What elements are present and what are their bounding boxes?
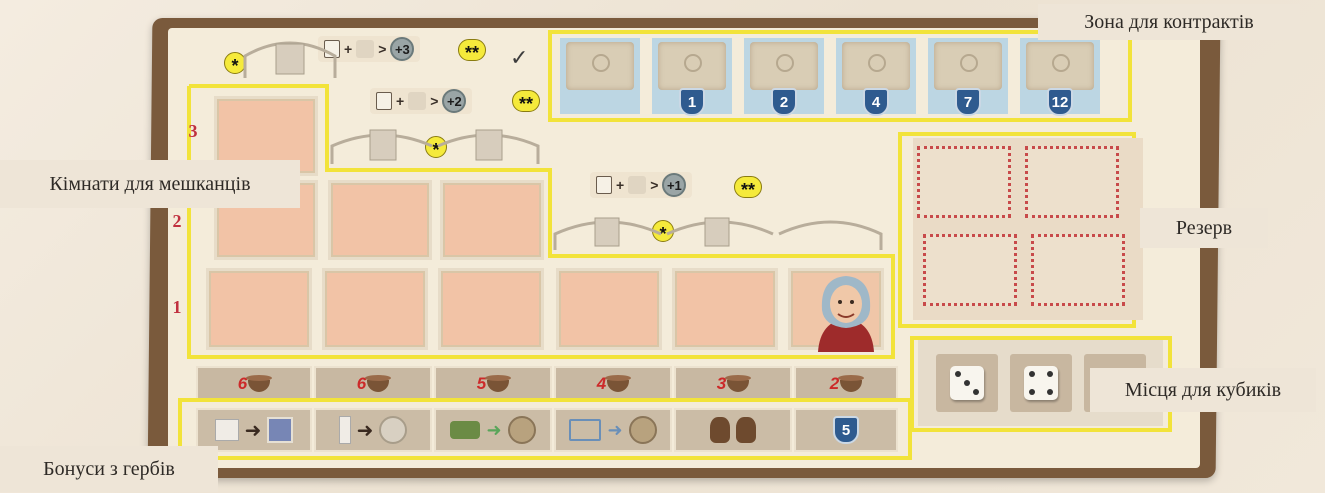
bowl-icon	[487, 380, 509, 392]
contract-slot[interactable]: 2	[744, 38, 824, 114]
bag-icon	[736, 417, 756, 443]
resident-room[interactable]	[672, 268, 778, 350]
coin-icon	[629, 416, 657, 444]
double-star-marker: **	[734, 176, 762, 198]
contract-value-shield: 2	[771, 88, 797, 116]
contract-slot[interactable]	[560, 38, 640, 114]
arch-icon	[240, 34, 340, 78]
coat-bonuses-label: Бонуси з гербів	[0, 446, 218, 492]
contract-value-shield: 12	[1047, 88, 1073, 116]
reserve-slot	[923, 234, 1017, 306]
reserve-slot	[917, 146, 1011, 218]
food-cost-cell: 2	[794, 366, 898, 402]
bonus-coin: +3	[390, 37, 414, 61]
arrow-icon: ➜	[245, 418, 262, 443]
contracts-zone-label: Зона для контрактів	[1038, 4, 1300, 40]
resident-room[interactable]	[438, 268, 544, 350]
reserve-slot	[1031, 234, 1125, 306]
shield-icon	[356, 40, 374, 58]
resident-room[interactable]	[206, 268, 312, 350]
contract-value-shield: 1	[679, 88, 705, 116]
contract-slot[interactable]: 7	[928, 38, 1008, 114]
resident-room[interactable]	[328, 180, 432, 260]
arrow-icon: ➜	[607, 420, 622, 441]
cart-icon	[450, 421, 480, 439]
contract-icon	[376, 92, 392, 110]
bonus-coin: +2	[442, 89, 466, 113]
block-icon	[215, 419, 239, 441]
resident-room[interactable]	[440, 180, 544, 260]
row-number-marker: 3	[182, 120, 204, 142]
bowl-icon	[727, 380, 749, 392]
resident-rooms-label: Кімнати для мешканців	[0, 160, 300, 208]
coin-icon	[508, 416, 536, 444]
column-icon	[339, 416, 351, 444]
bowl-icon	[840, 380, 862, 392]
contract-slot[interactable]: 4	[836, 38, 916, 114]
dice-places-label: Місця для кубиків	[1090, 368, 1316, 412]
food-cost-cell: 5	[434, 366, 552, 402]
bonus-row-middle: +> +2	[370, 88, 472, 114]
food-cost-cell: 3	[674, 366, 792, 402]
food-cost-cell: 4	[554, 366, 672, 402]
food-cost-cell: 6	[196, 366, 312, 402]
bowl-icon	[607, 380, 629, 392]
reserve-area[interactable]	[913, 138, 1143, 320]
bowl-icon	[248, 380, 270, 392]
contract-slot[interactable]: 12	[1020, 38, 1100, 114]
bowl-icon	[367, 380, 389, 392]
points-shield: 5	[833, 416, 859, 444]
resident-portrait	[808, 270, 884, 352]
row-number-marker: 1	[166, 296, 188, 318]
double-star-marker: **	[512, 90, 540, 112]
tile-icon	[267, 417, 293, 443]
bag-icon	[710, 417, 730, 443]
bonus-row-bottom: +> +1	[590, 172, 692, 198]
bonus-coin: +1	[662, 173, 686, 197]
food-cost-cell: 6	[314, 366, 432, 402]
reserve-slot	[1025, 146, 1119, 218]
arch-token-icon	[379, 416, 407, 444]
contract-icon	[596, 176, 612, 194]
contract-value-shield: 4	[863, 88, 889, 116]
checkmark-icon: ✓	[510, 46, 528, 71]
double-star-marker: **	[458, 39, 486, 61]
coat-bonus-cell[interactable]: ➜	[434, 408, 552, 452]
arch-icon	[553, 206, 883, 250]
resident-room[interactable]	[556, 268, 662, 350]
row-number-marker: 2	[166, 210, 188, 232]
arrow-icon: ➜	[486, 420, 501, 441]
reserve-label: Резерв	[1140, 208, 1268, 248]
shield-icon	[628, 176, 646, 194]
arrow-icon: ➜	[357, 418, 374, 443]
shield-icon	[408, 92, 426, 110]
coat-bonus-cell[interactable]	[674, 408, 792, 452]
coat-bonus-cell[interactable]: ➜	[314, 408, 432, 452]
coat-bonus-cell[interactable]: ➜	[554, 408, 672, 452]
compass-icon	[569, 419, 601, 441]
contract-value-shield: 7	[955, 88, 981, 116]
resident-room[interactable]	[322, 268, 428, 350]
coat-bonus-cell[interactable]: 5	[794, 408, 898, 452]
arch-icon	[330, 120, 540, 164]
contract-slot[interactable]: 1	[652, 38, 732, 114]
